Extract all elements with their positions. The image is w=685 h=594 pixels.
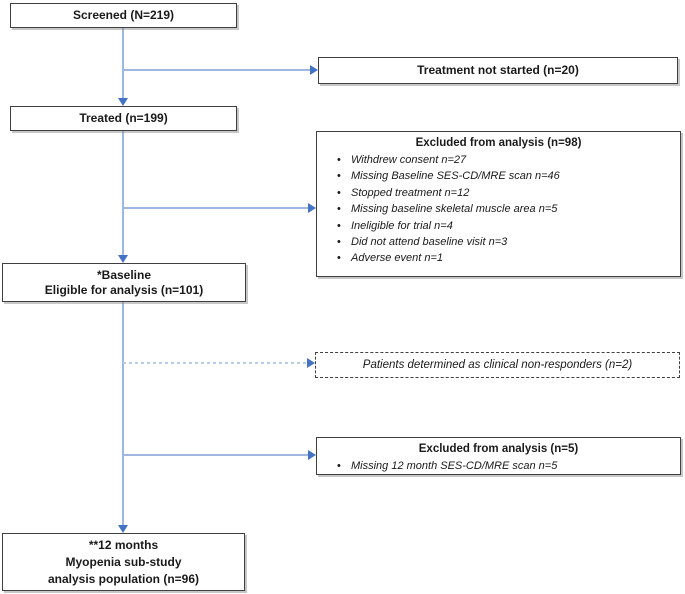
box-excluded-baseline-title: Excluded from analysis (n=98) [415,137,582,149]
bullet-item: Missing 12 month SES-CD/MRE scan n=5 [335,458,670,475]
arrow-right-icon [308,450,316,460]
excluded-12m-bullet-list: Missing 12 month SES-CD/MRE scan n=5 [323,458,674,475]
bullet-item: Ineligible for trial n=4 [335,218,670,235]
connector-to-treatment-not-started [123,69,310,71]
arrow-down-icon [118,525,128,533]
arrow-right-icon [310,65,318,75]
connector-baseline-to-final [122,302,124,526]
box-final-population: **12 months Myopenia sub-study analysis … [2,533,245,591]
box-treatment-not-started-label: Treatment not started (n=20) [417,63,579,77]
connector-screened-to-treated [122,28,124,99]
bullet-item: Did not attend baseline visit n=3 [335,234,670,251]
bullet-item: Stopped treatment n=12 [335,185,670,202]
connector-to-non-responders [123,362,307,364]
connector-to-excluded-12m [123,454,308,456]
box-final-line3: analysis population (n=96) [47,571,200,586]
arrow-right-icon [307,358,315,368]
box-non-responders: Patients determined as clinical non-resp… [315,352,680,378]
arrow-down-icon [118,255,128,263]
connector-treated-to-baseline [122,131,124,256]
bullet-item: Missing baseline skeletal muscle area n=… [335,201,670,218]
connector-to-excluded-baseline [123,207,308,209]
box-baseline-line2: Eligible for analysis (n=101) [44,282,204,297]
box-non-responders-label: Patients determined as clinical non-resp… [362,358,633,371]
box-treated: Treated (n=199) [10,106,237,131]
box-excluded-12m: Excluded from analysis (n=5) Missing 12 … [316,437,681,475]
box-baseline: *Baseline Eligible for analysis (n=101) [2,263,246,302]
box-final-line1: **12 months [88,537,159,552]
bullet-item: Withdrew consent n=27 [335,152,670,169]
arrow-right-icon [308,203,316,213]
excluded-baseline-bullet-list: Withdrew consent n=27 Missing Baseline S… [323,152,674,267]
box-baseline-line1: *Baseline [96,267,152,282]
box-treated-label: Treated (n=199) [79,111,168,125]
box-final-line2: Myopenia sub-study [65,554,182,569]
box-excluded-baseline: Excluded from analysis (n=98) Withdrew c… [316,131,681,277]
box-excluded-12m-title: Excluded from analysis (n=5) [418,443,579,455]
bullet-item: Missing Baseline SES-CD/MRE scan n=46 [335,168,670,185]
box-screened-label: Screened (N=219) [72,8,175,22]
arrow-down-icon [118,98,128,106]
box-screened: Screened (N=219) [10,3,237,28]
box-treatment-not-started: Treatment not started (n=20) [318,57,678,84]
bullet-item: Adverse event n=1 [335,250,670,267]
